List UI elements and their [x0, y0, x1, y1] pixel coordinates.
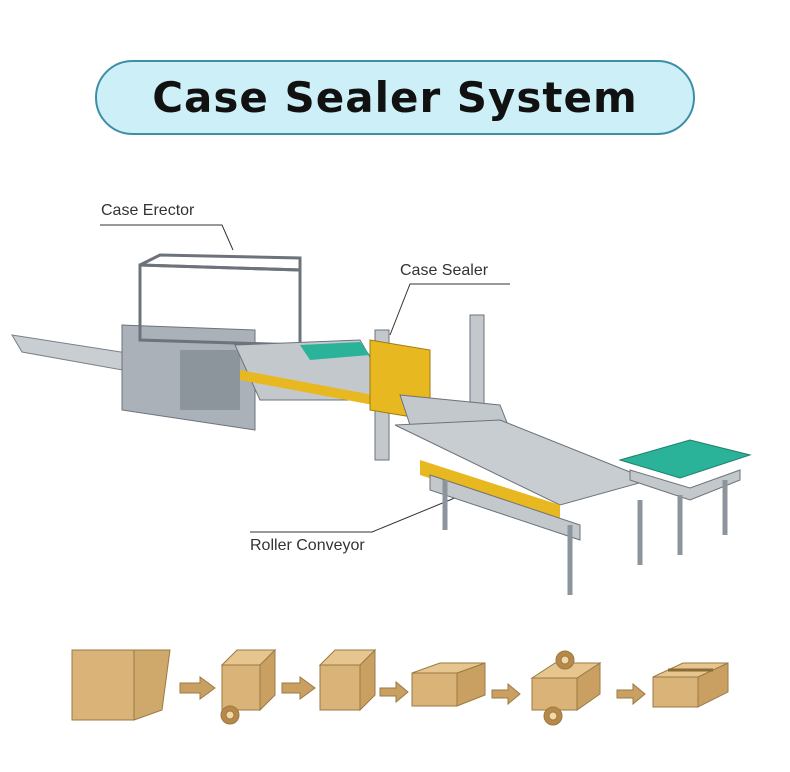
arrow-icon — [491, 682, 521, 706]
case-sealer-label: Case Sealer — [400, 262, 489, 279]
roller-conveyor-label: Roller Conveyor — [250, 537, 365, 554]
arrow-icon — [179, 676, 216, 700]
title-banner: Case Sealer System — [95, 60, 695, 135]
leader-lines — [100, 224, 510, 533]
case-erector-machine — [11, 253, 302, 431]
step-erected-case — [220, 648, 277, 725]
roller-conveyor — [394, 419, 652, 595]
title: Case Sealer System — [152, 73, 638, 122]
step-sealed-case — [652, 662, 729, 708]
arrow-icon — [616, 682, 646, 706]
case-erector-label: Case Erector — [101, 202, 195, 219]
step-flat-case — [71, 649, 171, 721]
case-sealer-leader — [389, 283, 510, 336]
roller-conveyor-leader — [250, 494, 463, 533]
step-folded-case — [411, 662, 486, 707]
control-panel — [180, 350, 240, 410]
arrow-icon — [379, 680, 409, 704]
outfeed-conveyor — [618, 439, 752, 555]
step-open-case — [318, 648, 377, 712]
case-erector-leader — [100, 224, 234, 251]
process-steps — [71, 648, 729, 726]
infeed-conveyor — [234, 339, 400, 410]
case-sealer-machine — [369, 314, 511, 461]
step-taping-case — [530, 650, 602, 726]
arrow-icon — [281, 676, 316, 700]
